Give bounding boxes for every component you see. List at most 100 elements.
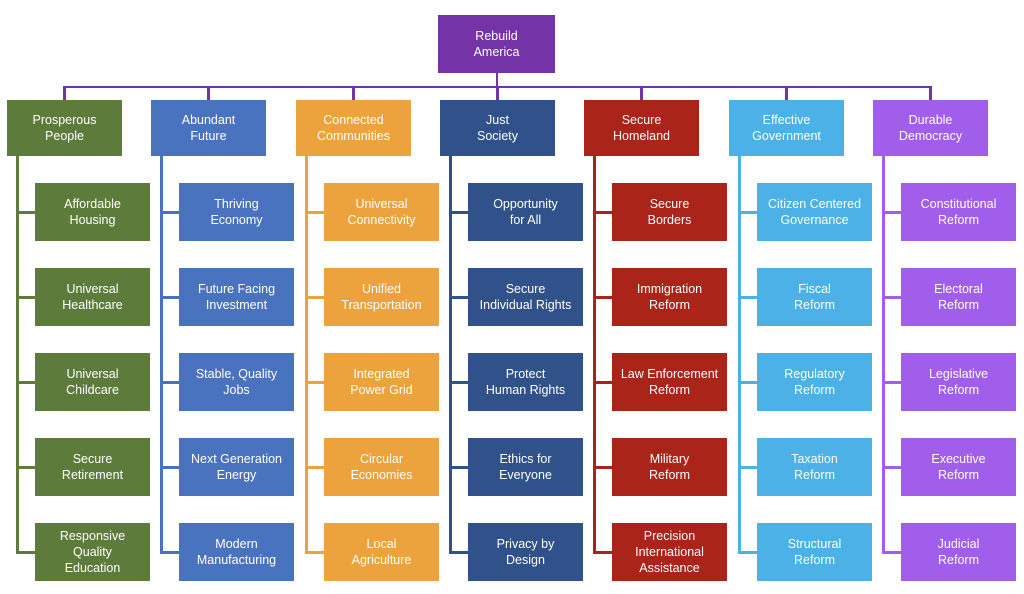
connector-elbow bbox=[16, 381, 35, 384]
connector-root-stub bbox=[495, 73, 498, 86]
connector-elbow bbox=[160, 211, 179, 214]
child-node: Taxation Reform bbox=[757, 438, 872, 496]
connector-vline bbox=[160, 156, 163, 553]
connector-elbow bbox=[305, 211, 324, 214]
connector-header-stub bbox=[496, 85, 499, 101]
child-node: Constitutional Reform bbox=[901, 183, 1016, 241]
child-node: Circular Economies bbox=[324, 438, 439, 496]
connector-elbow bbox=[738, 551, 757, 554]
connector-elbow bbox=[593, 211, 612, 214]
connector-elbow bbox=[305, 381, 324, 384]
connector-elbow bbox=[738, 466, 757, 469]
connector-elbow bbox=[593, 551, 612, 554]
child-node: Local Agriculture bbox=[324, 523, 439, 581]
child-node: Universal Healthcare bbox=[35, 268, 150, 326]
child-node: Next Generation Energy bbox=[179, 438, 294, 496]
child-node: Ethics for Everyone bbox=[468, 438, 583, 496]
child-node: Stable, Quality Jobs bbox=[179, 353, 294, 411]
connector-header-stub bbox=[785, 85, 788, 101]
child-node: Secure Retirement bbox=[35, 438, 150, 496]
connector-elbow bbox=[16, 466, 35, 469]
connector-elbow bbox=[882, 466, 901, 469]
child-node: Protect Human Rights bbox=[468, 353, 583, 411]
child-node: Secure Borders bbox=[612, 183, 727, 241]
connector-header-stub bbox=[929, 85, 932, 101]
child-node: Opportunity for All bbox=[468, 183, 583, 241]
child-node: Modern Manufacturing bbox=[179, 523, 294, 581]
category-header: Just Society bbox=[440, 100, 555, 156]
child-node: Immigration Reform bbox=[612, 268, 727, 326]
child-node: Secure Individual Rights bbox=[468, 268, 583, 326]
connector-vline bbox=[449, 156, 452, 553]
branch-effective-government: Effective Government Citizen Centered Go… bbox=[729, 0, 873, 594]
child-node: Responsive Quality Education bbox=[35, 523, 150, 581]
category-header: Durable Democracy bbox=[873, 100, 988, 156]
connector-vline bbox=[738, 156, 741, 553]
child-node: Military Reform bbox=[612, 438, 727, 496]
child-node: Unified Transportation bbox=[324, 268, 439, 326]
connector-elbow bbox=[160, 296, 179, 299]
connector-elbow bbox=[738, 296, 757, 299]
child-node: Future Facing Investment bbox=[179, 268, 294, 326]
connector-elbow bbox=[882, 551, 901, 554]
branch-durable-democracy: Durable Democracy Constitutional Reform … bbox=[873, 0, 1017, 594]
branch-connected-communities: Connected Communities Universal Connecti… bbox=[296, 0, 440, 594]
connector-elbow bbox=[882, 211, 901, 214]
child-node: Universal Connectivity bbox=[324, 183, 439, 241]
connector-elbow bbox=[449, 466, 468, 469]
connector-header-stub bbox=[640, 85, 643, 101]
branch-abundant-future: Abundant Future Thriving Economy Future … bbox=[151, 0, 295, 594]
root-node: Rebuild America bbox=[438, 15, 555, 73]
connector-elbow bbox=[305, 551, 324, 554]
category-header: Secure Homeland bbox=[584, 100, 699, 156]
connector-elbow bbox=[16, 551, 35, 554]
child-node: Universal Childcare bbox=[35, 353, 150, 411]
child-node: Regulatory Reform bbox=[757, 353, 872, 411]
child-node: Law Enforcement Reform bbox=[612, 353, 727, 411]
child-node: Judicial Reform bbox=[901, 523, 1016, 581]
connector-elbow bbox=[593, 381, 612, 384]
connector-elbow bbox=[160, 551, 179, 554]
category-header: Connected Communities bbox=[296, 100, 411, 156]
category-header: Effective Government bbox=[729, 100, 844, 156]
connector-elbow bbox=[160, 466, 179, 469]
child-node: Structural Reform bbox=[757, 523, 872, 581]
connector-header-stub bbox=[207, 85, 210, 101]
branch-prosperous-people: Prosperous People Affordable Housing Uni… bbox=[7, 0, 151, 594]
connector-elbow bbox=[593, 466, 612, 469]
connector-elbow bbox=[16, 211, 35, 214]
child-node: Citizen Centered Governance bbox=[757, 183, 872, 241]
child-node: Fiscal Reform bbox=[757, 268, 872, 326]
connector-elbow bbox=[882, 381, 901, 384]
connector-header-stub bbox=[352, 85, 355, 101]
child-node: Privacy by Design bbox=[468, 523, 583, 581]
category-header: Abundant Future bbox=[151, 100, 266, 156]
connector-header-stub bbox=[63, 85, 66, 101]
connector-elbow bbox=[449, 211, 468, 214]
branch-secure-homeland: Secure Homeland Secure Borders Immigrati… bbox=[584, 0, 728, 594]
connector-elbow bbox=[305, 296, 324, 299]
connector-elbow bbox=[305, 466, 324, 469]
connector-elbow bbox=[449, 296, 468, 299]
branch-just-society: Just Society Opportunity for All Secure … bbox=[440, 0, 584, 594]
connector-elbow bbox=[449, 551, 468, 554]
connector-elbow bbox=[16, 296, 35, 299]
connector-elbow bbox=[160, 381, 179, 384]
child-node: Thriving Economy bbox=[179, 183, 294, 241]
category-header: Prosperous People bbox=[7, 100, 122, 156]
child-node: Integrated Power Grid bbox=[324, 353, 439, 411]
child-node: Legislative Reform bbox=[901, 353, 1016, 411]
connector-elbow bbox=[738, 211, 757, 214]
connector-elbow bbox=[882, 296, 901, 299]
child-node: Executive Reform bbox=[901, 438, 1016, 496]
child-node: Affordable Housing bbox=[35, 183, 150, 241]
connector-elbow bbox=[738, 381, 757, 384]
connector-vline bbox=[16, 156, 19, 553]
connector-vline bbox=[593, 156, 596, 553]
child-node: Precision International Assistance bbox=[612, 523, 727, 581]
connector-elbow bbox=[593, 296, 612, 299]
connector-elbow bbox=[449, 381, 468, 384]
connector-vline bbox=[305, 156, 308, 553]
connector-vline bbox=[882, 156, 885, 553]
